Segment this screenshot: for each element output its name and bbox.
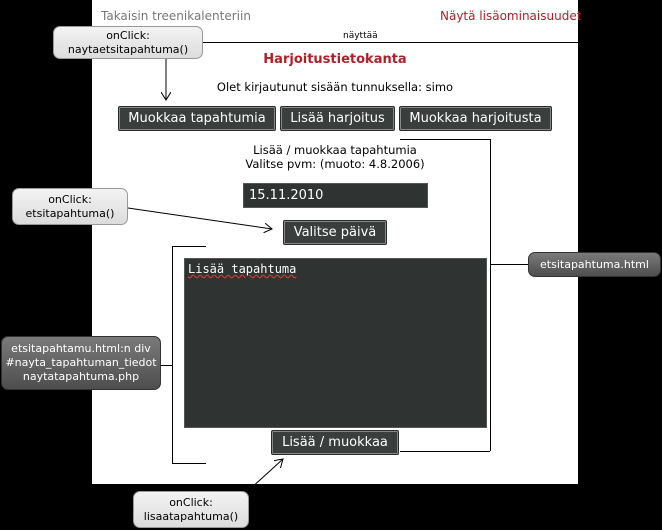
header-divider-extension: [578, 42, 662, 43]
view-label: näyttää: [343, 31, 378, 41]
annotation-line: #nayta_tapahtuman_tiedot: [5, 356, 157, 369]
annotation-left-div: etsitapahtamu.html:n div #nayta_tapahtum…: [1, 336, 161, 390]
annotation-line: naytatapahtuma.php: [22, 370, 140, 383]
annotation-left-onclick: onClick: etsitapahtuma(): [12, 188, 128, 225]
header-divider: [92, 42, 578, 43]
annotation-line: naytaetsitapahtuma(): [67, 42, 189, 56]
annotation-line: onClick:: [169, 495, 213, 509]
annotation-top-onclick: onClick: naytaetsitapahtuma(): [53, 26, 203, 59]
section-subtitle: Valitse pvm: (muoto: 4.8.2006): [245, 157, 425, 171]
annotation-line: etsitapahtuma(): [25, 206, 115, 220]
event-textarea[interactable]: Lisää tapahtuma: [184, 258, 487, 428]
edit-exercise-button[interactable]: Muokkaa harjoitusta: [399, 106, 552, 131]
add-edit-submit-button[interactable]: Lisää / muokkaa: [271, 430, 399, 455]
show-extra-features-link[interactable]: Näytä lisäominaisuudet: [440, 9, 582, 23]
arrow-left: [127, 207, 272, 229]
back-to-calendar-link[interactable]: Takaisin treenikalenteriin: [101, 9, 251, 23]
annotation-bottom-onclick: onClick: lisaatapahtuma(): [133, 491, 249, 528]
page-title: Harjoitustietokanta: [263, 52, 407, 67]
add-exercise-button[interactable]: Lisää harjoitus: [280, 106, 395, 131]
right-bracket-bottom: [400, 451, 490, 452]
annotation-line: onClick:: [106, 28, 150, 42]
right-bracket-connector: [491, 264, 529, 265]
right-bracket-top: [400, 139, 490, 140]
date-input[interactable]: [243, 183, 428, 208]
left-bracket-vertical: [172, 246, 173, 464]
textarea-text: Lisää tapahtuma: [188, 262, 297, 276]
left-bracket-top: [172, 246, 206, 247]
edit-events-button[interactable]: Muokkaa tapahtumia: [118, 106, 276, 131]
annotation-line: etsitapahtamu.html:n div: [11, 342, 151, 355]
left-bracket-bottom: [172, 463, 206, 464]
left-bracket-connector: [161, 365, 172, 366]
section-title: Lisää / muokkaa tapahtumia: [253, 143, 417, 157]
annotation-right-file: etsitapahtuma.html: [528, 252, 661, 277]
logged-in-status: Olet kirjautunut sisään tunnuksella: sim…: [216, 80, 454, 94]
select-day-button[interactable]: Valitse päivä: [283, 220, 387, 245]
arrow-bottom: [248, 459, 283, 491]
annotation-line: lisaatapahtuma(): [143, 509, 239, 523]
right-bracket-vertical: [490, 139, 491, 451]
annotation-line: etsitapahtuma.html: [540, 257, 649, 271]
annotation-line: onClick:: [48, 192, 92, 206]
